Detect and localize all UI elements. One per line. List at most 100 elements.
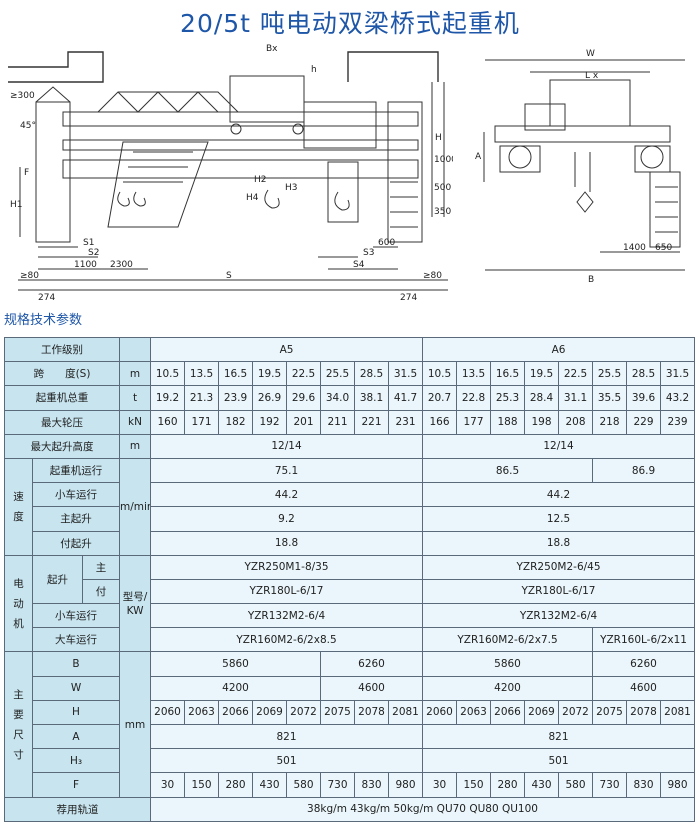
- spec-heading: 规格技术参数: [4, 313, 83, 328]
- page-title: 20/5t 吨电动双梁桥式起重机: [180, 9, 520, 38]
- group-speed: 速度: [13, 490, 24, 523]
- dim-f-value: 280: [490, 772, 526, 798]
- row-dim-f: F 30 150 280 430 580 730 830 980 30 150 …: [5, 772, 696, 798]
- dim-s4: S4: [353, 260, 365, 270]
- label-rail: 荐用轨道: [3, 796, 152, 823]
- dim-f-value: 280: [218, 772, 254, 798]
- unit-weight: t: [119, 385, 152, 411]
- weight-value: 23.9: [218, 385, 254, 411]
- label-wheel-pressure: 最大轮压: [3, 409, 121, 435]
- dim-h-value: 2060: [150, 699, 186, 726]
- weight-value: 29.6: [286, 385, 322, 411]
- row-motor-aux: 付 YZR180L-6/17 YZR180L-6/17: [5, 578, 696, 605]
- dim-h-value: 2072: [286, 699, 322, 726]
- motor-trolley-a6: YZR132M2-6/4: [422, 603, 696, 629]
- dim-h-large: H: [435, 133, 442, 143]
- dim-500: 500: [434, 183, 451, 193]
- span-value: 25.5: [320, 361, 356, 387]
- wheel-pressure-value: 182: [218, 409, 254, 435]
- row-dim-a: A 821 821: [5, 723, 696, 750]
- row-dim-h3: H₃ 501 501: [5, 748, 696, 774]
- dim-h-value: 2078: [354, 699, 390, 726]
- dim-h-value: 2066: [218, 699, 254, 726]
- dim-h-value: 2063: [456, 699, 492, 726]
- label-speed-aux-hoist: 付起升: [31, 530, 121, 556]
- span-value: 25.5: [592, 361, 628, 387]
- front-elevation-drawing: Bx h ≥300 45° F H1 H2 H3 H4 H 1000 500 3…: [8, 44, 453, 303]
- span-value: 13.5: [184, 361, 220, 387]
- dim-80-left: ≥80: [20, 271, 39, 281]
- wheel-pressure-value: 231: [388, 409, 424, 435]
- unit-motor: 型号/KW: [122, 590, 148, 617]
- weight-value: 21.3: [184, 385, 220, 411]
- dim-f-value: 730: [592, 772, 628, 798]
- dim-a: A: [475, 152, 482, 162]
- group-dims: 主要尺寸: [13, 688, 24, 761]
- wheel-pressure-value: 198: [524, 409, 560, 435]
- row-lift-height: 最大起升高度 m 12/14 12/14: [3, 433, 696, 459]
- speed-crane-a6-1: 86.5: [422, 457, 594, 484]
- weight-value: 19.2: [150, 385, 186, 411]
- row-speed-trolley: 小车运行 44.2 44.2: [5, 482, 696, 508]
- label-motor-main: 主: [81, 554, 121, 580]
- dim-h-small: h: [311, 65, 317, 75]
- unit-speed: m/min: [119, 457, 152, 556]
- label-motor-crane: 大车运行: [31, 627, 121, 653]
- row-motor-crane: 大车运行 YZR160M2-6/2x8.5 YZR160M2-6/2x7.5 Y…: [5, 627, 696, 653]
- wheel-pressure-value: 211: [320, 409, 356, 435]
- wheel-pressure-value: 177: [456, 409, 492, 435]
- dim-lx: L x: [585, 71, 599, 81]
- weight-value: 34.0: [320, 385, 356, 411]
- dim-h-value: 2063: [184, 699, 220, 726]
- unit-lift-height: m: [119, 433, 152, 459]
- motor-crane-a6-2: YZR160L-6/2x11: [592, 627, 696, 653]
- row-motor-trolley: 小车运行 YZR132M2-6/4 YZR132M2-6/4: [5, 603, 696, 629]
- unit-span: m: [119, 361, 152, 387]
- wheel-pressure-value: 201: [286, 409, 322, 435]
- dim-f-value: 30: [422, 772, 458, 798]
- dim-f-value: 730: [320, 772, 356, 798]
- lift-height-a5: 12/14: [150, 433, 424, 459]
- label-motor-hoist: 起升: [32, 554, 83, 605]
- motor-main-a5: YZR250M1-8/35: [150, 554, 424, 580]
- motor-crane-a5: YZR160M2-6/2x8.5: [150, 627, 424, 653]
- wheel-pressure-value: 188: [490, 409, 526, 435]
- dim-f-value: 980: [660, 772, 696, 798]
- dim-b-a6-2: 6260: [592, 651, 696, 677]
- motor-trolley-a5: YZR132M2-6/4: [150, 603, 424, 629]
- dim-f-value: 980: [388, 772, 424, 798]
- dim-f-value: 830: [626, 772, 662, 798]
- work-class-a5: A5: [150, 336, 424, 363]
- span-value: 22.5: [286, 361, 322, 387]
- dim-b-a6-1: 5860: [422, 651, 594, 677]
- dim-h3: H3: [285, 183, 298, 193]
- wheel-pressure-value: 229: [626, 409, 662, 435]
- row-dim-w: W 4200 4600 4200 4600: [5, 675, 696, 701]
- dim-f: F: [24, 168, 29, 178]
- dim-b-a5-2: 6260: [320, 651, 424, 677]
- row-dim-h: H 2060 2063 2066 2069 2072 2075 2078 208…: [5, 699, 696, 726]
- dim-s3: S3: [363, 248, 374, 258]
- weight-value: 26.9: [252, 385, 288, 411]
- wheel-pressure-value: 239: [660, 409, 696, 435]
- weight-value: 25.3: [490, 385, 526, 411]
- dim-h-value: 2069: [524, 699, 560, 726]
- row-speed-aux-hoist: 付起升 18.8 18.8: [5, 530, 696, 556]
- dim-f-value: 430: [524, 772, 560, 798]
- motor-main-a6: YZR250M2-6/45: [422, 554, 696, 580]
- span-value: 19.5: [524, 361, 560, 387]
- row-work-class: 工作级别 A5 A6: [3, 336, 696, 363]
- dim-f-value: 150: [456, 772, 492, 798]
- dim-h2: H2: [254, 175, 267, 185]
- span-value: 19.5: [252, 361, 288, 387]
- wheel-pressure-value: 171: [184, 409, 220, 435]
- motor-aux-a5: YZR180L-6/17: [150, 578, 424, 605]
- dim-350: 350: [434, 207, 451, 217]
- weight-value: 28.4: [524, 385, 560, 411]
- dim-bx: Bx: [266, 44, 278, 54]
- wheel-pressure-value: 192: [252, 409, 288, 435]
- motor-aux-a6: YZR180L-6/17: [422, 578, 696, 605]
- label-dim-f: F: [31, 772, 121, 798]
- dim-f-value: 30: [150, 772, 186, 798]
- dim-300: ≥300: [10, 91, 35, 101]
